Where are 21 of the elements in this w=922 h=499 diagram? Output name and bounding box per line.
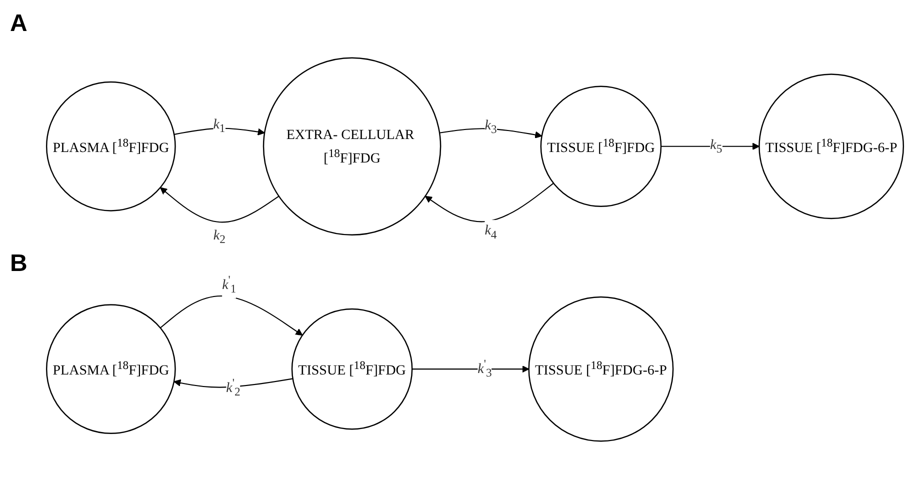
arrow bbox=[412, 365, 530, 373]
node-circle: TISSUE [$^{18}$F]FDG-6-P bbox=[758, 74, 904, 220]
panel-label: B bbox=[10, 250, 28, 278]
arrow bbox=[439, 128, 542, 138]
edge-label: k$_{3}$ bbox=[484, 117, 497, 137]
node-circle: PLASMA [$^{18}$F]FDG bbox=[46, 81, 176, 212]
arrow bbox=[160, 295, 303, 336]
edge-label: k$_{5}$ bbox=[710, 136, 722, 156]
arrow bbox=[160, 187, 280, 223]
edge-label: k$_{4}$ bbox=[484, 222, 497, 242]
arrow bbox=[424, 182, 554, 222]
node-circle: EXTRA- CELLULAR [$^{18}$F]FDG bbox=[262, 57, 442, 236]
node-circle: PLASMA [$^{18}$F]FDG bbox=[46, 304, 176, 434]
node-circle: TISSUE [$^{18}$F]FDG bbox=[291, 308, 413, 430]
arrow bbox=[661, 142, 760, 150]
edge-label: k$_{2}$ bbox=[213, 226, 226, 246]
edge-label: k$_{1}$ bbox=[213, 116, 226, 136]
node-circle: TISSUE [$^{18}$F]FDG bbox=[540, 86, 662, 208]
node-circle: TISSUE [$^{18}$F]FDG-6-P bbox=[528, 296, 674, 442]
arrow bbox=[174, 378, 293, 388]
panel-label: A bbox=[10, 10, 28, 38]
